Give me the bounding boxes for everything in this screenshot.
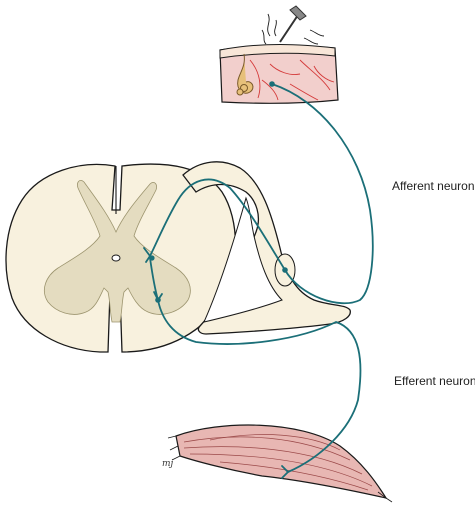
efferent-neuron-label: Efferent neuron: [394, 374, 475, 388]
interneuron-cell-body: [149, 255, 155, 261]
pin-stimulus-icon: [261, 5, 325, 45]
spinal-cord-cross-section: [5, 163, 237, 353]
receptor-ending-dot: [269, 81, 275, 87]
ganglion-cell-body: [282, 267, 288, 273]
central-canal: [111, 254, 121, 262]
afferent-neuron: [149, 83, 374, 305]
muscle-belly: [175, 424, 388, 499]
skin-blood-vessels: [249, 59, 335, 101]
sensory-receptor-coil: [236, 53, 254, 96]
afferent-terminal-branches: [143, 247, 151, 263]
spinal-nerve-roots: [182, 161, 351, 335]
skeletal-muscle: mj: [162, 424, 393, 503]
nerve-root-outline: [182, 161, 351, 335]
efferent-neuron: [157, 299, 362, 473]
neurons: [143, 83, 374, 479]
muscle-tendon-lines: [167, 435, 393, 503]
afferent-neuron-label: Afferent neuron: [392, 179, 475, 193]
neuron-cell-bodies: [149, 81, 288, 303]
motor-neuron-cell-body: [155, 297, 161, 303]
motor-end-plate: [281, 465, 289, 479]
skin-receptor-block: [219, 5, 339, 104]
gray-matter: [44, 180, 191, 323]
artist-signature: mj: [162, 459, 174, 469]
skin-surface: [219, 44, 336, 59]
root-gap: [203, 196, 283, 323]
